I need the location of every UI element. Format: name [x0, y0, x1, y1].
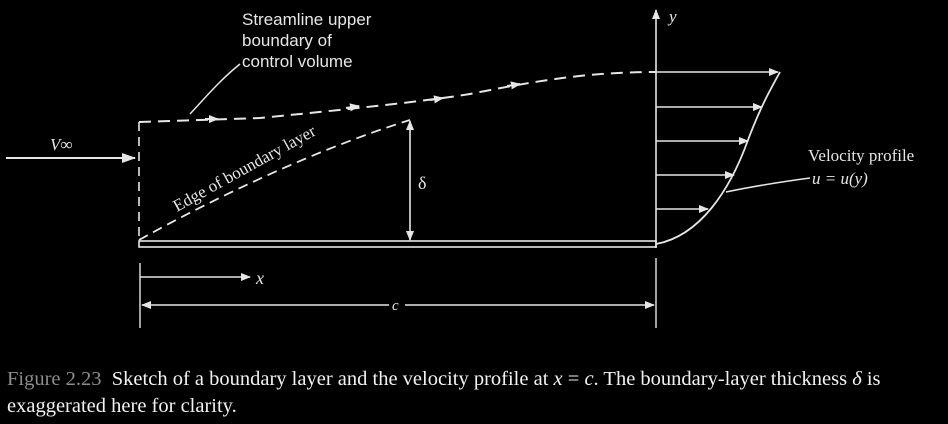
caption-math-delta: δ — [852, 368, 862, 390]
y-axis-label: y — [667, 7, 677, 26]
x-label: x — [255, 268, 264, 288]
streamline-arrow — [345, 103, 360, 112]
freestream-label: V∞ — [50, 135, 73, 154]
streamline-arrow — [506, 81, 521, 90]
flat-plate — [138, 240, 657, 248]
streamline-label-line1: Streamline upper — [242, 10, 372, 29]
delta-label: δ — [418, 173, 426, 193]
boundary-layer-edge — [138, 119, 411, 241]
velocity-profile-leader — [725, 177, 811, 193]
figure-label: Figure 2.23 — [7, 368, 102, 390]
figure-caption: Figure 2.23 Sketch of a boundary layer a… — [7, 366, 942, 420]
caption-math-x: x — [553, 368, 563, 390]
streamline-label-line3: control volume — [242, 52, 353, 71]
caption-text-3: is exaggerated here for clarity. — [7, 368, 881, 417]
streamline-leader — [189, 63, 241, 115]
caption-text-2: . The boundary-layer thickness — [593, 368, 853, 390]
caption-text-1: Sketch of a boundary layer and the veloc… — [111, 368, 554, 390]
velocity-profile-equation: u = u(y) — [812, 169, 868, 188]
boundary-layer-edge-label: Edge of boundary layer — [170, 121, 319, 215]
caption-math-eq: = — [562, 368, 585, 390]
chord-label: c — [392, 298, 399, 314]
velocity-profile-curve — [655, 71, 781, 245]
streamline-upper-boundary — [138, 71, 657, 123]
streamline-arrow — [429, 95, 444, 104]
caption-math-c: c — [584, 368, 594, 390]
velocity-profile-label: Velocity profile — [808, 146, 914, 165]
streamline-label-line2: boundary of — [242, 31, 332, 50]
boundary-layer-diagram: Streamline upper boundary of control vol… — [6, 7, 914, 328]
